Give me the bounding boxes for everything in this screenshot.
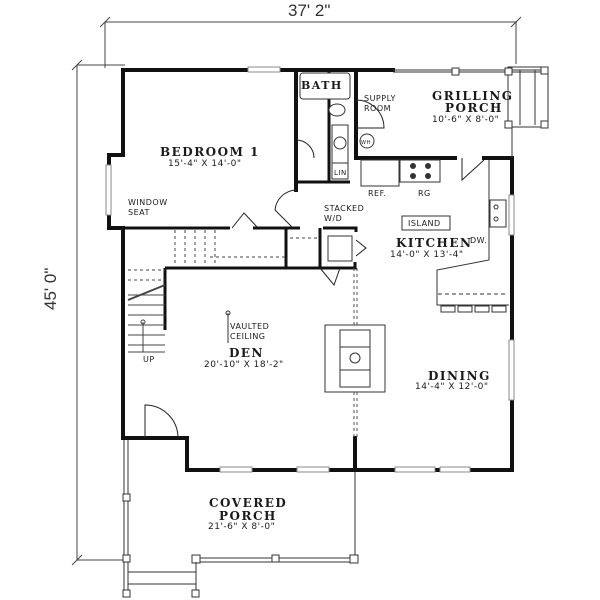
overall-width-label: 37' 2" [288,1,331,20]
dining-dims: 14'-4" X 12'-0" [415,382,489,392]
grilling-porch-outline [393,66,549,158]
stacked-wd-label: STACKED W/D [324,204,365,223]
den-name: DEN [229,346,265,360]
window-seat-label: WINDOW SEAT [128,198,168,217]
supply-room-name: SUPPLY ROOM [364,94,396,113]
bedroom1-name: BEDROOM 1 [160,145,260,159]
depth-dimension-line [71,59,125,566]
grilling-porch-name: GRILLING [432,89,514,103]
grilling-porch-dims: 10'-6" X 8'-0" [432,115,500,125]
dining-name: DINING [428,369,491,383]
covered-porch-outline [122,440,359,598]
kitchen-fixtures [327,159,509,313]
covered-porch-dims: 21'-6" X 8'-0" [208,522,276,532]
stairs-up-label: UP [143,355,155,364]
dishwasher-label: DW. [470,236,488,245]
bath-fixtures [299,72,375,180]
covered-porch-name2: PORCH [219,509,277,523]
doors [144,99,485,439]
grilling-porch-name2: PORCH [445,101,503,115]
refrigerator-label: REF. [368,189,387,198]
linen-label: LIN [334,169,347,177]
stairs [127,230,318,353]
den-dims: 20'-10" X 18'-2" [204,360,284,370]
vaulted-ceiling-label: VAULTED CEILING [230,322,270,341]
bath-name: BATH [301,79,343,92]
kitchen-dims: 14'-0" X 13'-4" [390,250,464,260]
exterior-walls [107,68,514,472]
width-dimension-line [99,16,522,68]
vaulted-marker-icon [225,310,231,316]
interior-walls [123,70,358,330]
covered-porch-name: COVERED [209,496,288,510]
island-label: ISLAND [408,219,441,228]
range-label: RG [418,189,431,198]
kitchen-name: KITCHEN [396,236,473,250]
windows [105,66,515,473]
fireplace [324,268,386,438]
overall-depth-label: 45' 0" [41,267,60,310]
bedroom1-dims: 15'-4" X 14'-0" [168,159,242,169]
water-heater-label: WH [361,140,371,146]
